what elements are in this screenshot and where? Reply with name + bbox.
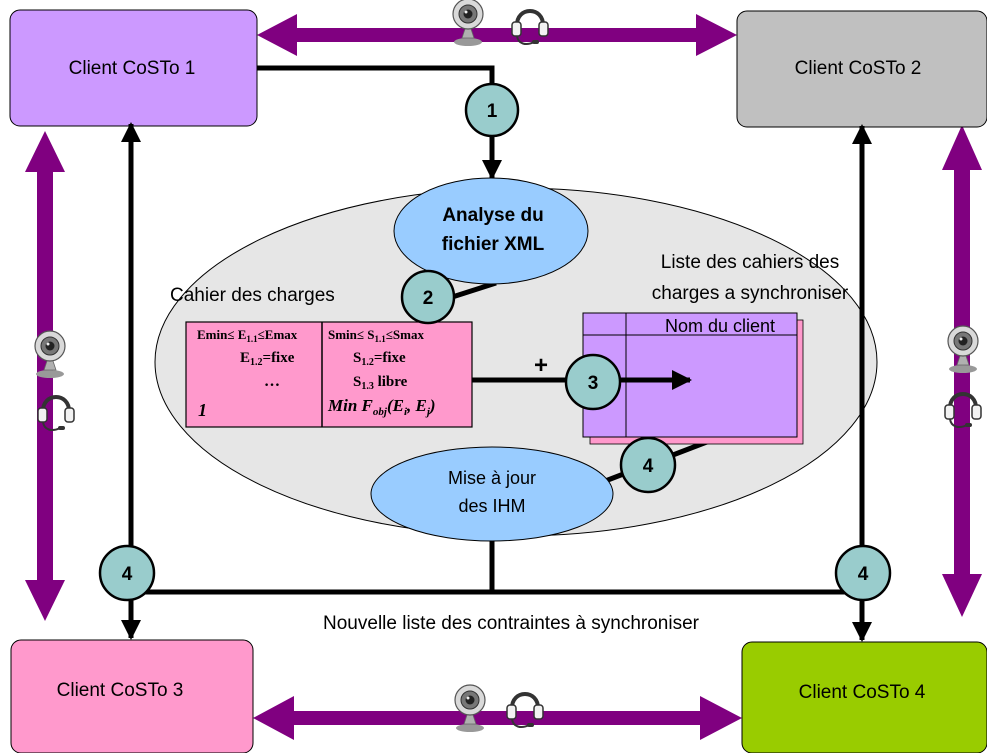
svg-text:4: 4 [122, 564, 133, 585]
client-box-3[interactable] [10, 639, 254, 753]
client-label-2: Client CoSTo 2 [795, 58, 922, 79]
svg-text:1: 1 [487, 101, 498, 122]
purple-double-arrow-bottom [253, 696, 742, 740]
spec-ellipsis: … [264, 373, 280, 390]
analyse-line1: Analyse du [442, 205, 543, 226]
spec-e12: E1.2=fixe [240, 350, 295, 368]
purple-arrow-bottom [253, 696, 742, 740]
client-label-3: Client CoSTo 3 [57, 680, 184, 701]
headset-icon [36, 395, 76, 432]
plus-sign: + [534, 352, 548, 379]
cahier-label: Cahier des charges [170, 285, 335, 306]
svg-text:3: 3 [588, 373, 599, 394]
spec-box: Emin≤ E1.1≤Emax E1.2=fixe … 1 Smin≤ S1.1… [185, 321, 473, 428]
analyse-bubble [393, 177, 589, 285]
spec-emin: Emin≤ E1.1≤Emax [197, 327, 298, 344]
liste-line2: charges a synchroniser [652, 283, 849, 304]
mise-a-jour-bubble [370, 446, 614, 542]
spec-index: 1 [198, 400, 207, 420]
spec-smin: Smin≤ S1.1≤Smax [328, 327, 424, 344]
step-circle-4-center: 4 [619, 436, 677, 494]
spec-fobj: Min Fobj(Ei, Ej) [327, 396, 436, 418]
bottom-caption: Nouvelle liste des contraintes à synchro… [323, 613, 700, 634]
step-circle-1: 1 [464, 82, 520, 138]
spec-s12: S1.2=fixe [353, 350, 406, 368]
liste-line1: Liste des cahiers des [661, 252, 840, 273]
spec-s13: S1.3 libre [353, 374, 408, 392]
mise-line1: Mise à jour [448, 468, 536, 488]
client-label-4: Client CoSTo 4 [799, 682, 926, 703]
webcam-icon [947, 325, 979, 374]
step-circle-2: 2 [400, 269, 456, 325]
step-circle-3: 3 [564, 353, 622, 411]
mise-line2: des IHM [458, 496, 525, 516]
svg-text:4: 4 [858, 564, 869, 585]
svg-text:4: 4 [643, 456, 654, 477]
client-label-1: Client CoSTo 1 [69, 58, 196, 79]
purple-double-arrow-top [257, 14, 737, 56]
list-header: Nom du client [665, 316, 775, 336]
svg-text:2: 2 [423, 288, 434, 309]
analyse-line2: fichier XML [442, 234, 545, 255]
step-circle-4-left: 4 [98, 544, 156, 602]
step-circle-4-right: 4 [834, 544, 892, 602]
line-client1-to-analyse [257, 65, 502, 180]
client-box-4[interactable] [741, 641, 987, 753]
purple-arrow-top [257, 14, 737, 56]
